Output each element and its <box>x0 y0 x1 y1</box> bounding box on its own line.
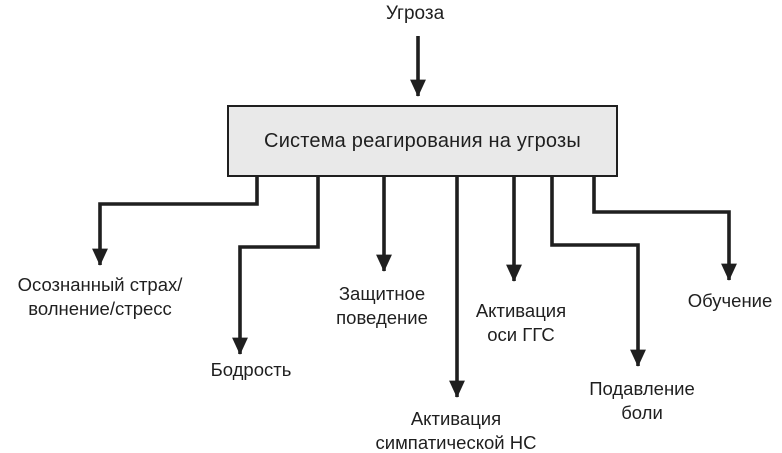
arrow-to-conscious-fear <box>92 172 259 266</box>
outcome-label-sympathetic-ns-activation: Активация симпатической НС <box>375 408 537 453</box>
system-box-label: Система реагирования на угрозы <box>264 129 581 152</box>
system-box: Система реагирования на угрозы <box>227 105 618 177</box>
outcome-label-pain-suppression: Подавление боли <box>589 378 695 423</box>
outcome-label-conscious-fear: Осознанный страх/ волнение/стресс <box>17 274 183 319</box>
arrow-to-pain-suppression <box>550 172 646 367</box>
arrow-to-alertness <box>232 172 320 355</box>
outcome-label-learning: Обучение <box>687 290 773 311</box>
outcome-label-alertness: Бодрость <box>210 359 292 380</box>
outcome-label-defensive-behavior: Защитное поведение <box>336 283 428 328</box>
outcome-label-hpa-axis-activation: Активация оси ГГС <box>475 300 567 345</box>
arrow-to-learning <box>592 172 737 281</box>
threat-label: Угроза <box>385 3 445 24</box>
